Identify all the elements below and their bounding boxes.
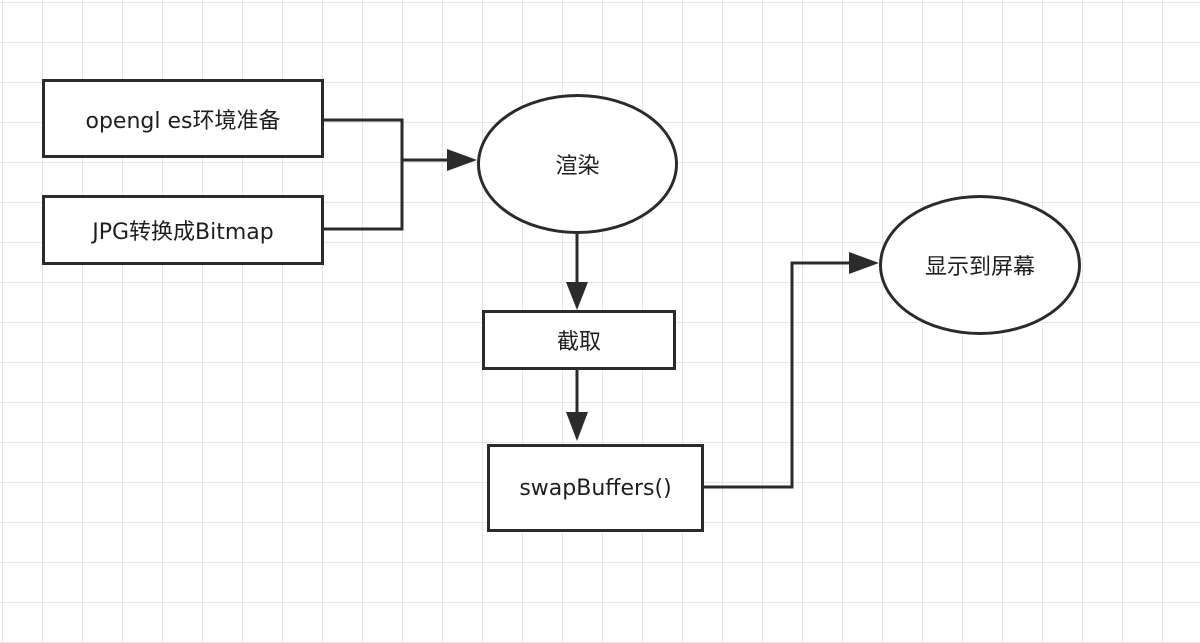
edge-env-to-render xyxy=(324,118,404,160)
arrowhead-render xyxy=(447,149,477,171)
node-swap-buffers: swapBuffers() xyxy=(487,444,704,532)
arrowhead-display xyxy=(849,252,879,274)
node-swap-buffers-label: swapBuffers() xyxy=(519,475,672,501)
node-capture-label: 截取 xyxy=(556,330,601,355)
node-display-to-screen: 显示到屏幕 xyxy=(879,195,1081,335)
node-display-to-screen-label: 显示到屏幕 xyxy=(924,255,1035,280)
edge-swap-to-display xyxy=(704,261,849,489)
node-opengl-env-prep-label: opengl es环境准备 xyxy=(85,108,281,134)
node-jpg-to-bitmap-label: JPG转换成Bitmap xyxy=(92,220,274,245)
edge-jpg-to-render xyxy=(324,160,404,231)
arrowhead-capture xyxy=(566,282,588,310)
arrowhead-swap xyxy=(566,412,588,441)
node-capture: 截取 xyxy=(482,310,676,370)
node-render-label: 渲染 xyxy=(555,154,600,179)
node-render: 渲染 xyxy=(477,94,678,234)
node-opengl-env-prep: opengl es环境准备 xyxy=(42,79,324,158)
node-jpg-to-bitmap: JPG转换成Bitmap xyxy=(42,195,324,265)
